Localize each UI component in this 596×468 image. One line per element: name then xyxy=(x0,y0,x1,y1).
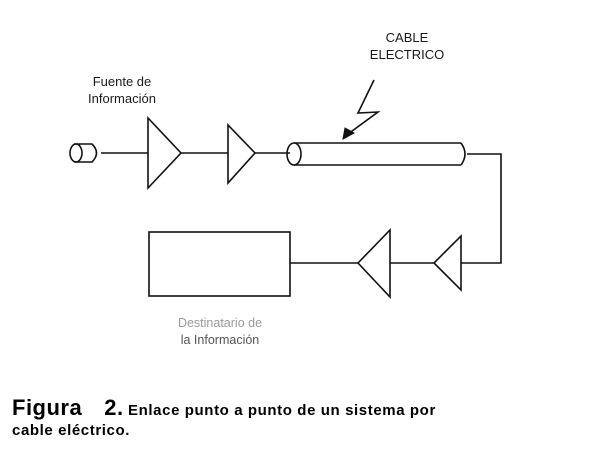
amplifier-4 xyxy=(356,228,391,300)
amplifier-2 xyxy=(227,123,257,186)
amplifier-1 xyxy=(147,115,183,191)
amplifier-3 xyxy=(432,234,462,292)
destination-label: Destinatario de la Información xyxy=(150,315,290,349)
return-wire xyxy=(461,153,502,264)
cable-label-line2: ELECTRICO xyxy=(369,47,445,62)
source-label: Fuente de Información xyxy=(62,73,182,107)
lightning-bolt-icon xyxy=(347,79,381,135)
destination-label-line1: Destinatario de xyxy=(177,316,263,330)
destination-box xyxy=(148,231,291,297)
source-label-line2: Información xyxy=(88,91,156,106)
caption-figure-number: 2. xyxy=(104,395,124,420)
lightning-arrowhead xyxy=(342,127,356,140)
electric-cable xyxy=(286,142,466,166)
source-label-line1: Fuente de xyxy=(92,74,152,89)
cable-label: CABLE ELECTRICO xyxy=(352,29,462,63)
caption-text-line2: cable eléctrico. xyxy=(12,422,130,439)
figure-caption: Figura 2. Enlace punto a punto de un sist… xyxy=(12,395,584,441)
caption-text-line1: Enlace punto a punto de un sistema por xyxy=(128,402,436,419)
microphone-icon xyxy=(69,143,98,163)
destination-label-line2: la Información xyxy=(180,333,260,347)
cable-label-line1: CABLE xyxy=(385,30,429,45)
caption-figure-word: Figura xyxy=(12,395,83,420)
